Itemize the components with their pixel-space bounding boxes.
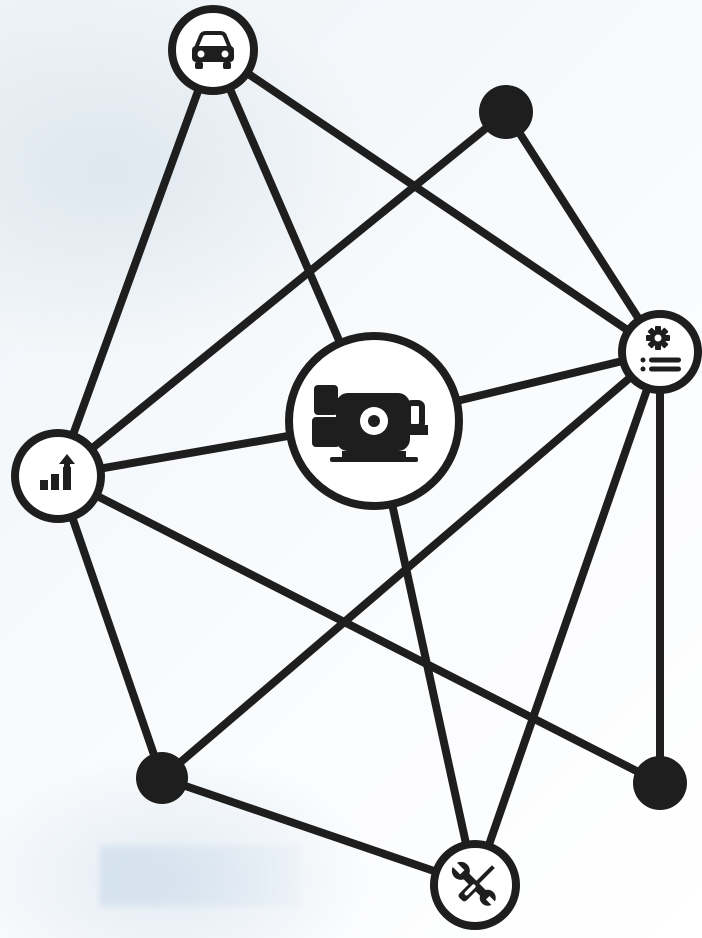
edge-chart-dot-right bbox=[54, 472, 664, 787]
edge-dot-left-tools bbox=[158, 774, 479, 889]
edge-chart-dot-left bbox=[54, 472, 166, 782]
edge-dot-top-chart bbox=[54, 108, 510, 480]
junction-dot bbox=[633, 756, 687, 810]
node-layer bbox=[11, 5, 702, 930]
node-dot-left bbox=[136, 752, 188, 804]
growth-chart-icon bbox=[40, 454, 75, 490]
node-dot-top bbox=[479, 85, 533, 139]
node-chart bbox=[11, 429, 105, 523]
edge-car-settings bbox=[209, 46, 664, 356]
node-settings bbox=[618, 310, 702, 394]
edge-car-chart bbox=[54, 46, 217, 480]
node-center bbox=[285, 332, 463, 510]
car-icon bbox=[192, 31, 234, 69]
junction-dot bbox=[136, 752, 188, 804]
background-blur-shape bbox=[100, 846, 300, 906]
junction-dot bbox=[479, 85, 533, 139]
tools-icon bbox=[451, 861, 498, 908]
node-car bbox=[168, 5, 258, 95]
edge-settings-dot-left bbox=[158, 348, 664, 782]
gear-list-icon bbox=[640, 326, 681, 372]
edge-dot-top-settings bbox=[502, 108, 664, 356]
node-tools bbox=[430, 840, 520, 930]
node-dot-right bbox=[633, 756, 687, 810]
edge-settings-tools bbox=[471, 348, 664, 889]
node-circle bbox=[618, 310, 702, 394]
generator-icon bbox=[312, 385, 428, 462]
